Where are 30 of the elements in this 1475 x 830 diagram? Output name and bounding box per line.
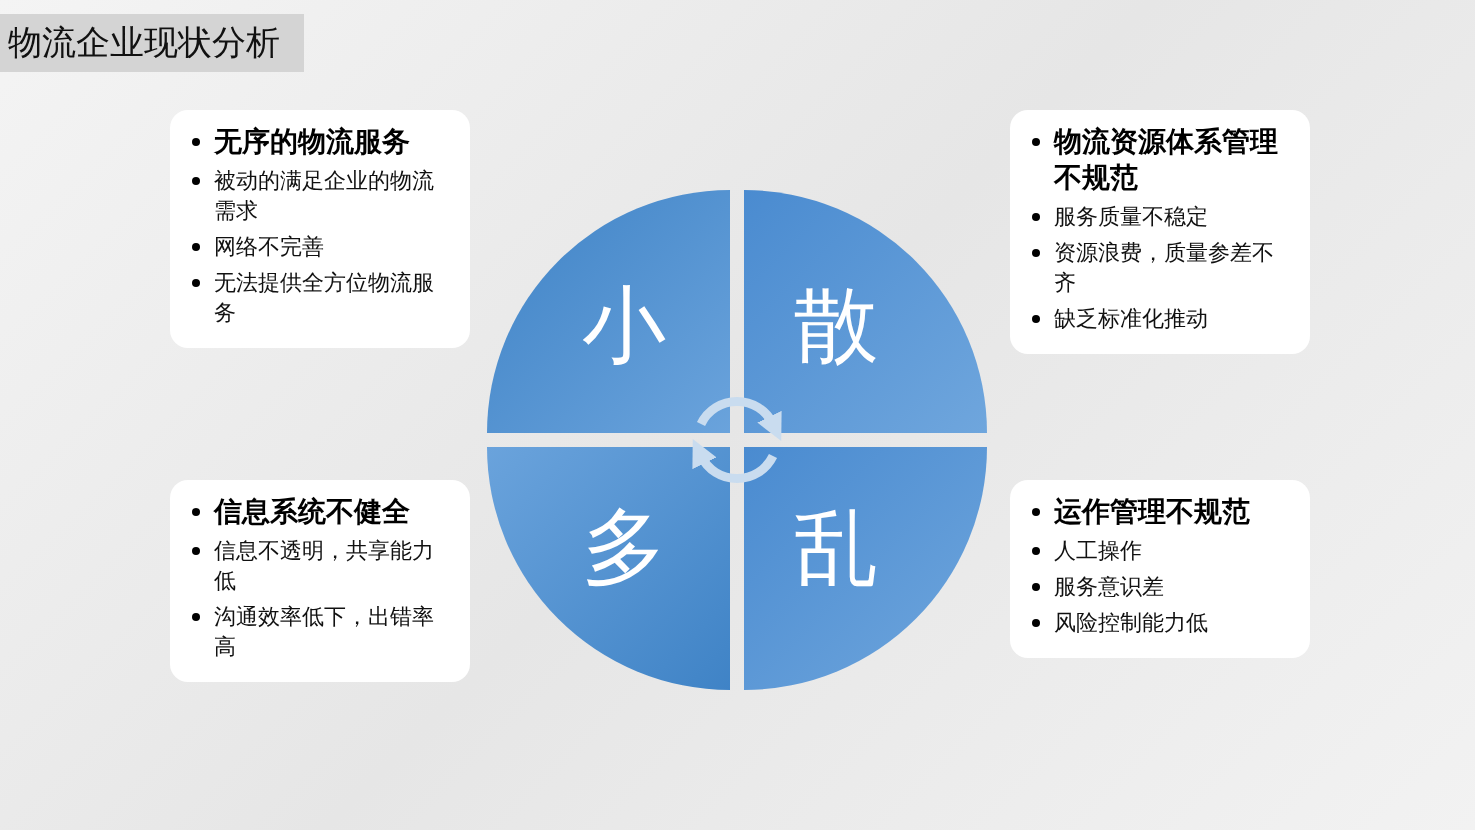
- bullet-item: 网络不完善: [188, 232, 452, 262]
- card-heading: 信息系统不健全: [188, 494, 452, 530]
- bullet-item: 缺乏标准化推动: [1028, 304, 1292, 334]
- quadrant-character: 多: [582, 502, 666, 592]
- quadrant-character: 乱: [794, 502, 878, 592]
- text-card: [1010, 480, 1310, 658]
- bullet-item: 风险控制能力低: [1028, 608, 1292, 638]
- quadrant-character: 散: [794, 280, 878, 370]
- curved-arrow: [691, 439, 777, 484]
- bullet-item: 服务质量不稳定: [1028, 202, 1292, 232]
- quadrant-character: 小: [582, 280, 666, 370]
- bullet-item: 被动的满足企业的物流需求: [188, 166, 452, 226]
- text-card: [170, 110, 470, 348]
- bullet-item: 服务意识差: [1028, 572, 1292, 602]
- curved-arrow: [697, 396, 783, 441]
- title: 物流企业现状分析: [0, 14, 304, 72]
- bullet-item: 信息不透明，共享能力低: [188, 536, 452, 596]
- quadrant-segment: [487, 447, 730, 690]
- bullet-item: 无法提供全方位物流服务: [188, 268, 452, 328]
- card-heading: 物流资源体系管理不规范: [1028, 124, 1292, 196]
- bullet-item: 人工操作: [1028, 536, 1292, 566]
- card-heading: 运作管理不规范: [1028, 494, 1292, 530]
- text-card: [1010, 110, 1310, 354]
- quadrant-segment: [744, 447, 987, 690]
- text-card: [170, 480, 470, 682]
- bullet-item: 沟通效率低下，出错率高: [188, 602, 452, 662]
- quadrant-segment: [487, 190, 730, 433]
- bullet-item: 资源浪费，质量参差不齐: [1028, 238, 1292, 298]
- quadrant-segment: [744, 190, 987, 433]
- card-heading: 无序的物流服务: [188, 124, 452, 160]
